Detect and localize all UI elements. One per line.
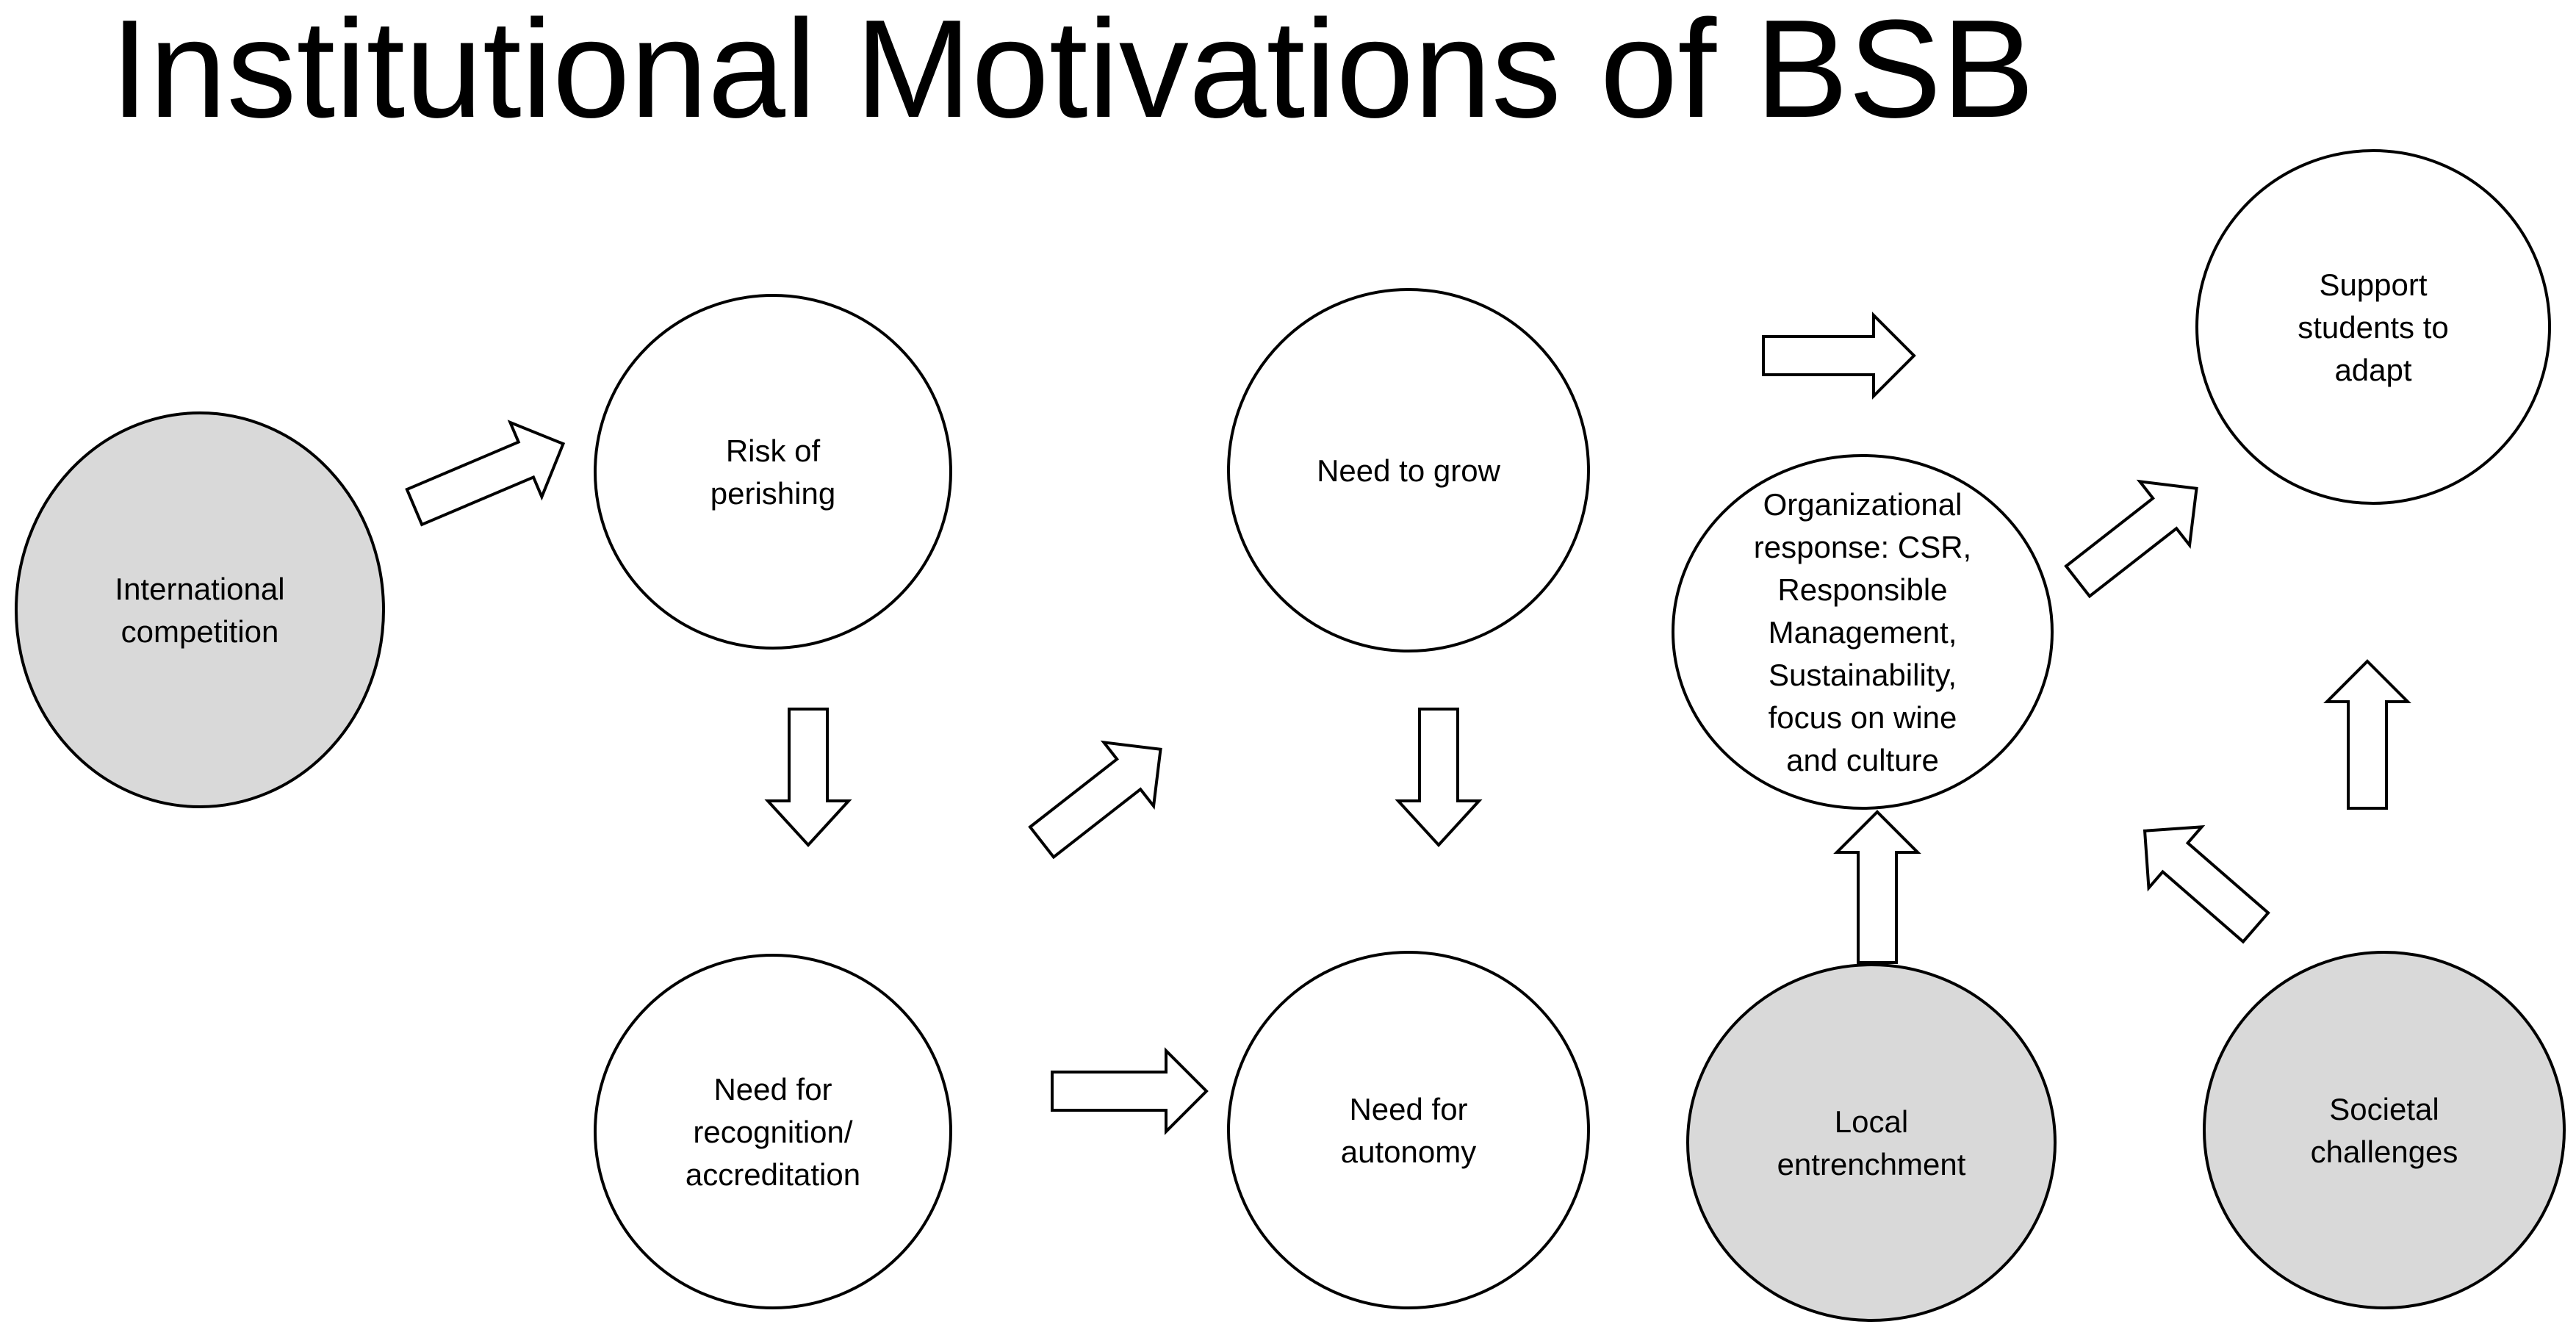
node-label-line: adapt [2334,353,2411,387]
arrow-grow-to-autonomy [1395,708,1483,847]
node-label-line: response: CSR, [1754,530,1971,564]
node-need-to-grow: Need to grow [1227,288,1590,652]
node-label-support-students: Support students to adapt [2298,267,2448,387]
arrow-societal-to-support [2323,659,2411,810]
node-label-line: Societal [2329,1092,2439,1126]
node-support-students: Support students to adapt [2195,149,2551,505]
node-label-line: Need to grow [1317,453,1500,488]
node-local-entrenchment: Local entrenchment [1686,963,2057,1322]
arrow-societal-to-response [2143,825,2270,944]
diagram-title: Institutional Motivations of BSB [110,0,2035,147]
arrow-response-to-support [2064,479,2198,599]
node-label-need-for-autonomy: Need for autonomy [1341,1092,1476,1169]
node-label-line: Responsible [1777,572,1947,607]
arrow-local-to-response [1833,810,1921,964]
node-label-line: recognition/ [693,1115,852,1149]
node-label-line: students to [2298,310,2448,345]
node-label-risk-of-perishing: Risk of perishing [710,434,835,511]
node-need-for-autonomy: Need for autonomy [1227,951,1590,1309]
arrow-recognition-to-grow [1028,740,1162,860]
node-label-local-entrenchment: Local entrenchment [1777,1104,1966,1182]
node-label-need-for-recognition: Need for recognition/accreditation [686,1072,860,1192]
arrow-top-right [1762,312,1916,400]
node-label-line: focus on wine [1769,700,1957,735]
node-need-for-recognition: Need for recognition/accreditation [594,954,952,1309]
arrow-recognition-to-autonomy [1051,1047,1209,1135]
node-label-need-to-grow: Need to grow [1317,453,1500,488]
node-label-international-competition: International competition [115,572,284,649]
node-label-line: Need for [713,1072,832,1107]
node-label-line: competition [121,614,279,649]
node-label-line: Sustainability, [1769,658,1957,692]
node-label-line: Need for [1349,1092,1467,1126]
node-label-line: Management, [1769,615,1957,650]
node-risk-of-perishing: Risk of perishing [594,294,952,650]
node-label-societal-challenges: Societal challenges [2311,1092,2458,1169]
node-label-line: Support [2319,267,2427,302]
node-label-line: International [115,572,284,606]
node-label-line: and culture [1786,743,1939,777]
node-international-competition: International competition [15,411,385,808]
node-label-line: Organizational [1763,487,1962,522]
node-label-line: entrenchment [1777,1147,1966,1182]
node-label-line: Risk of [726,434,821,468]
arrow-risk-to-recognition [764,708,852,847]
node-label-line: autonomy [1341,1134,1476,1169]
node-label-line: Local [1835,1104,1908,1139]
node-societal-challenges: Societal challenges [2203,951,2566,1309]
arrow-competition-to-risk [405,420,566,527]
node-label-line: perishing [710,476,835,511]
node-label-line: challenges [2311,1134,2458,1169]
node-label-line: accreditation [686,1157,860,1192]
